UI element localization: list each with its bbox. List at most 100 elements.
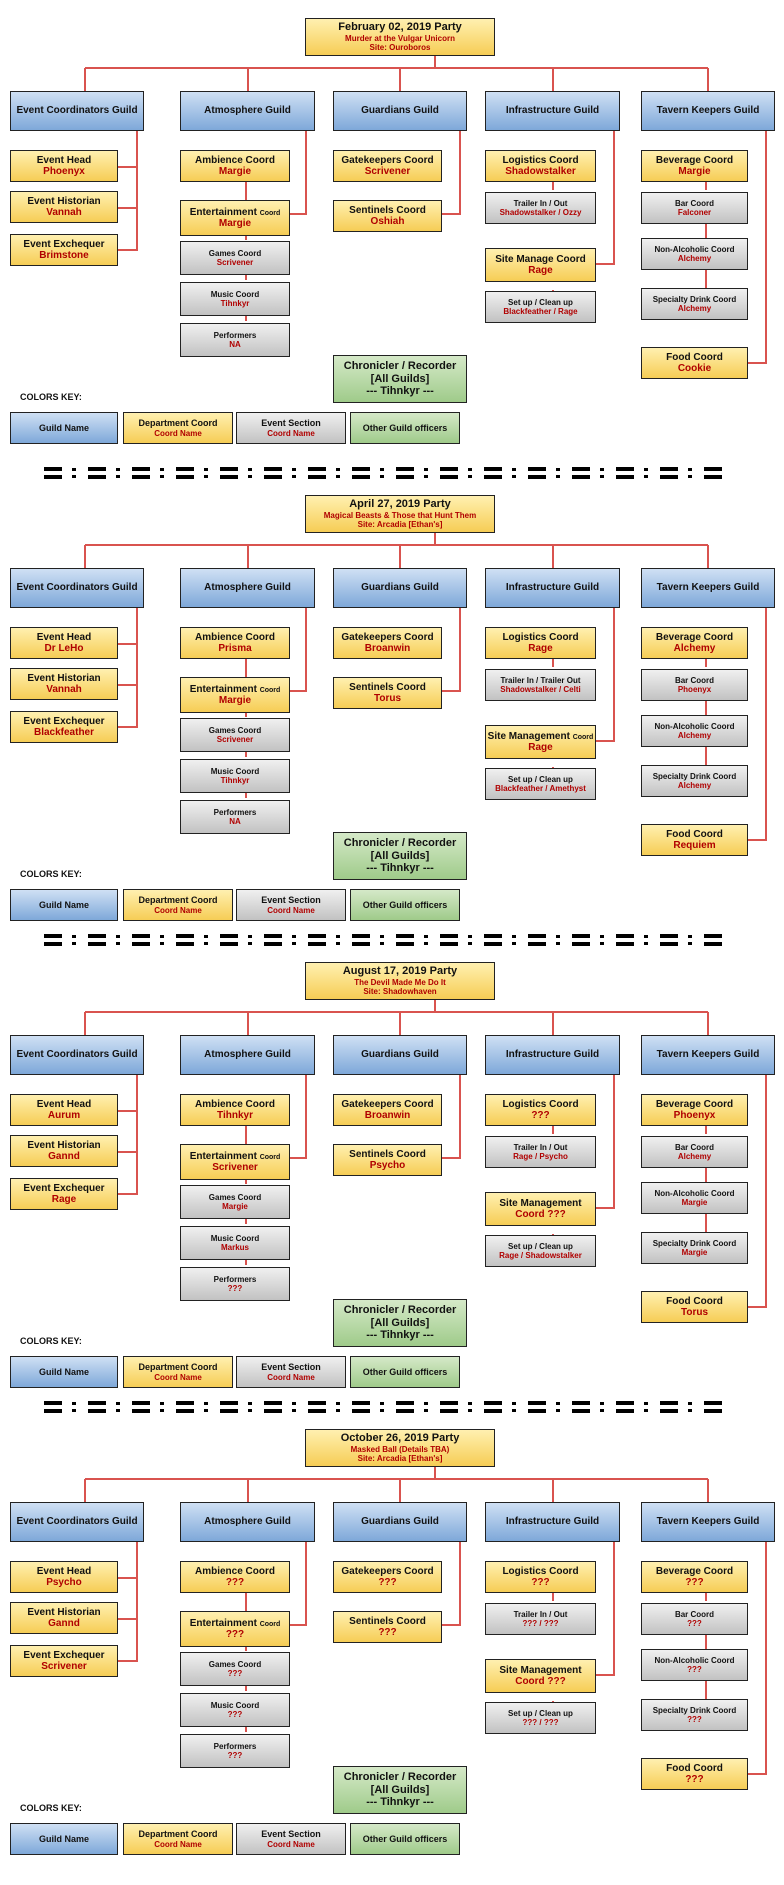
role-holder: Alchemy — [677, 304, 712, 313]
guild-guardians: Guardians Guild — [333, 1502, 467, 1542]
guild-atmosphere: Atmosphere Guild — [180, 91, 315, 131]
chronicler-scope: [All Guilds] — [370, 1783, 430, 1796]
separator-mark — [704, 934, 722, 946]
trailer-title: Trailer In / Trailer Out — [500, 675, 581, 685]
role-title: Event Historian — [27, 1606, 101, 1618]
role-title: Food Coord — [666, 1762, 723, 1774]
role-holder: Psycho — [369, 1160, 406, 1171]
guild-name: Atmosphere Guild — [204, 1049, 291, 1061]
key-guild-name: Guild Name — [10, 1356, 118, 1388]
site-management-holder: Coord ??? — [515, 1209, 566, 1220]
role-title: Entertainment Coord — [189, 683, 281, 695]
role-holder: Margie — [681, 1248, 708, 1257]
site-management-holder: Rage — [528, 265, 553, 276]
separator-mark — [88, 1401, 120, 1413]
guild-name: Event Coordinators Guild — [16, 582, 138, 594]
role-holder: ??? — [378, 1577, 397, 1588]
role-title: Ambience Coord — [194, 631, 275, 643]
site-management-label: Site Management — [499, 1664, 582, 1676]
key-other-officers: Other Guild officers — [350, 412, 460, 444]
separator-mark — [572, 467, 604, 479]
guild-guardians: Guardians Guild — [333, 91, 467, 131]
guild-name: Atmosphere Guild — [204, 582, 291, 594]
guild-infrastructure: Infrastructure Guild — [485, 91, 620, 131]
site-management-holder: Coord ??? — [515, 1676, 566, 1687]
section-separator — [44, 934, 722, 946]
entertainment-coord-box: Entertainment Coord??? — [180, 1611, 290, 1647]
guild-event-coordinators: Event Coordinators Guild — [10, 1035, 144, 1075]
key-guild-label: Guild Name — [38, 1833, 89, 1844]
separator-mark — [440, 1401, 472, 1413]
role-title: Performers — [213, 1741, 257, 1751]
role-title: Specialty Drink Coord — [652, 294, 737, 304]
key-section-title: Event Section — [261, 418, 321, 429]
role-holder: ??? — [687, 1619, 702, 1628]
role-title: Logistics Coord — [502, 631, 579, 643]
separator-mark — [660, 1401, 692, 1413]
chronicler-scope: [All Guilds] — [370, 372, 430, 385]
separator-mark — [660, 467, 692, 479]
guild-name: Tavern Keepers Guild — [656, 582, 760, 594]
role-title: Logistics Coord — [502, 1565, 579, 1577]
beverage-coord-box: Beverage Coord??? — [641, 1561, 748, 1593]
role-title: Event Head — [36, 631, 92, 643]
role-holder: ??? — [531, 1577, 550, 1588]
chronicler-name: --- Tihnkyr --- — [366, 862, 434, 875]
key-officers-label: Other Guild officers — [362, 899, 448, 910]
role-title: Event Historian — [27, 195, 101, 207]
guild-name: Infrastructure Guild — [505, 1049, 600, 1061]
key-section-name: Coord Name — [267, 905, 315, 915]
separator-mark — [264, 934, 296, 946]
separator-mark — [528, 934, 560, 946]
setup-cleanup-title: Set up / Clean up — [508, 1241, 573, 1251]
party-site: Site: Ouroboros — [369, 43, 431, 53]
separator-mark — [44, 934, 76, 946]
role-holder: Phoenyx — [43, 166, 85, 177]
guild-name: Tavern Keepers Guild — [656, 1049, 760, 1061]
guild-name: Tavern Keepers Guild — [656, 1516, 760, 1528]
colors-key-label: COLORS KEY: — [20, 869, 82, 879]
role-holder: Margie — [218, 218, 252, 229]
setup-cleanup-title: Set up / Clean up — [508, 1708, 573, 1718]
role-holder: Vannah — [46, 684, 82, 695]
role-title: Non-Alcoholic Coord — [654, 721, 735, 731]
separator-mark — [440, 467, 472, 479]
key-other-officers: Other Guild officers — [350, 1356, 460, 1388]
party-site: Site: Arcadia [Ethan's] — [357, 1454, 443, 1464]
separator-mark — [88, 467, 120, 479]
role-holder: Blackfeather — [33, 727, 95, 738]
role-title: Music Coord — [210, 766, 260, 776]
role-title: Ambience Coord — [194, 1098, 275, 1110]
separator-mark — [572, 934, 604, 946]
section-separator — [44, 1401, 722, 1413]
music-coord-box: Music Coord??? — [180, 1693, 290, 1727]
role-title: Food Coord — [666, 828, 723, 840]
guild-tavern-keepers: Tavern Keepers Guild — [641, 568, 775, 608]
separator-mark — [484, 934, 516, 946]
key-guild-label: Guild Name — [38, 899, 89, 910]
role-holder: ??? — [225, 1629, 245, 1640]
role-holder: Margie — [678, 166, 711, 177]
